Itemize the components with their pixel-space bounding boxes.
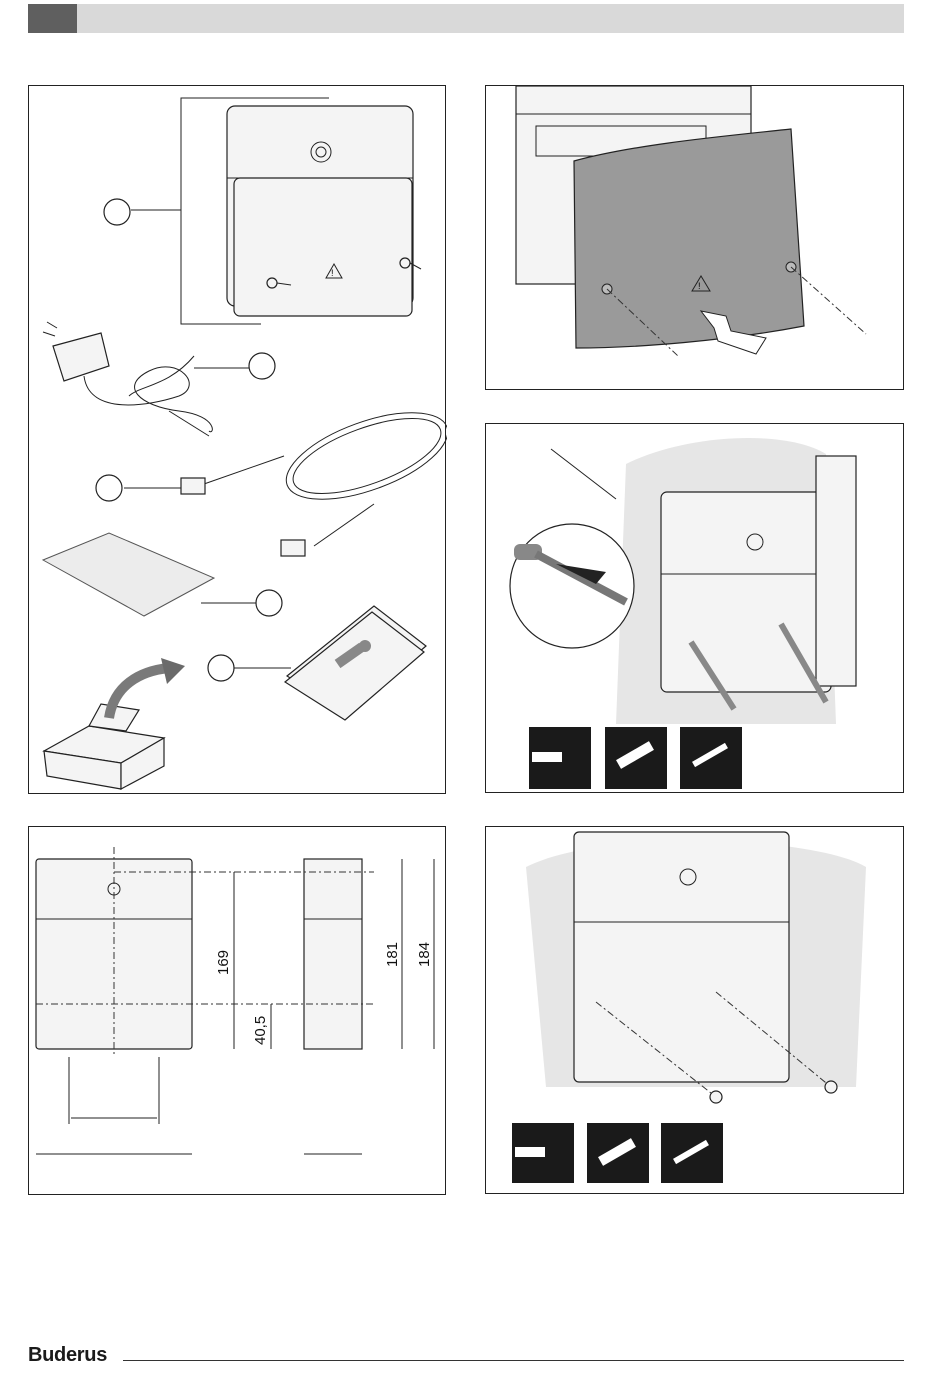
tool-icons bbox=[529, 727, 742, 789]
svg-text:!: ! bbox=[698, 281, 701, 291]
screw-bag-icon bbox=[43, 533, 214, 616]
dim-181: 181 bbox=[384, 942, 401, 967]
figure-dimensions: 169 40,5 181 184 bbox=[28, 826, 446, 1195]
callout-4 bbox=[256, 590, 282, 616]
dim-40-5: 40,5 bbox=[252, 1016, 269, 1045]
network-cable-icon bbox=[181, 395, 447, 556]
controller-unit: ! bbox=[227, 106, 421, 316]
tool-icons bbox=[512, 1123, 723, 1183]
figure-wall-mounting bbox=[485, 423, 904, 793]
brand-logo: Buderus bbox=[28, 1344, 107, 1367]
figure-fix-screws bbox=[485, 826, 904, 1194]
footer-rule bbox=[123, 1360, 904, 1361]
power-adapter-icon bbox=[43, 322, 212, 436]
svg-text:!: ! bbox=[331, 268, 334, 278]
box-icon bbox=[44, 658, 185, 789]
info-sheet-icon bbox=[285, 606, 426, 720]
figure-remove-cover: ! bbox=[485, 85, 904, 390]
screw-icon bbox=[680, 727, 742, 789]
dim-169: 169 bbox=[215, 950, 232, 975]
figure-scope-of-delivery: ! bbox=[28, 85, 446, 794]
cover-plate: ! bbox=[574, 129, 804, 348]
header-bar bbox=[28, 4, 904, 33]
dim-184: 184 bbox=[416, 942, 433, 967]
callout-2 bbox=[249, 353, 275, 379]
header-tab bbox=[28, 4, 77, 33]
callout-5 bbox=[208, 655, 234, 681]
callout-3 bbox=[96, 475, 122, 501]
callout-1 bbox=[104, 199, 130, 225]
